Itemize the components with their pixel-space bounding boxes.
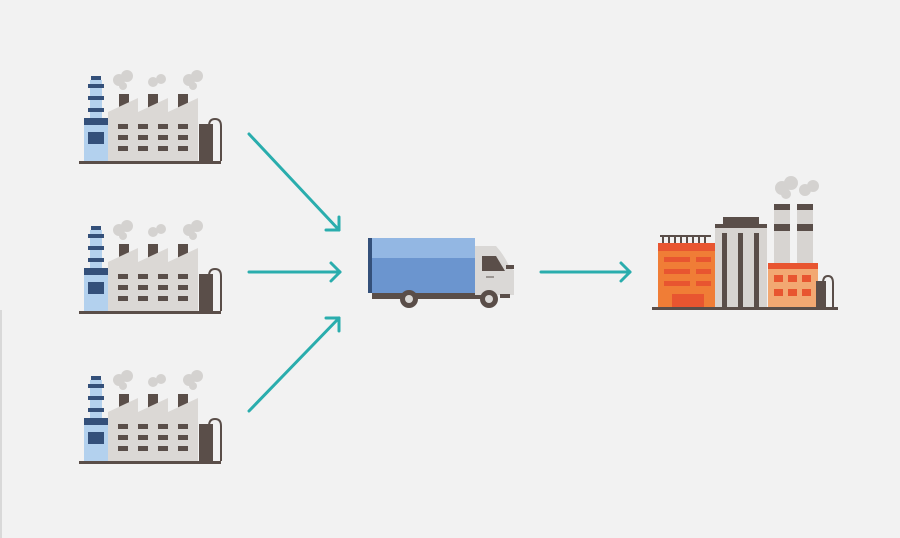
arrow-icon bbox=[539, 261, 632, 283]
flow-arrows bbox=[247, 132, 632, 413]
truck-icon bbox=[368, 238, 514, 308]
industrial-plant-icon bbox=[652, 176, 838, 310]
arrow-icon bbox=[247, 132, 341, 232]
arrow-icon bbox=[247, 261, 342, 283]
left-edge-line bbox=[0, 310, 2, 538]
arrow-icon bbox=[247, 316, 341, 413]
